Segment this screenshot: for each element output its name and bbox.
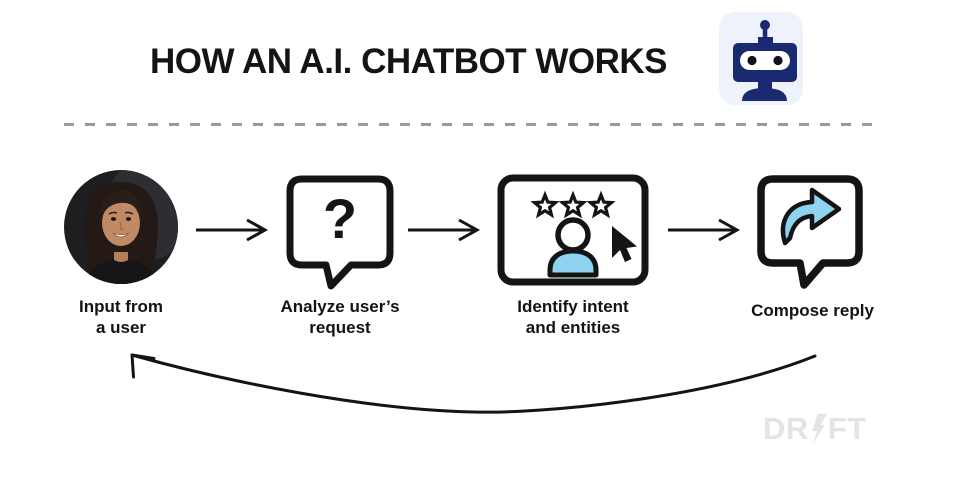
flow-arrow	[408, 218, 481, 242]
robot-chatbot-icon	[719, 12, 803, 105]
flow-arrow	[196, 218, 269, 242]
intent-entities-screen	[497, 174, 649, 286]
page-title: HOW AN A.I. CHATBOT WORKS	[150, 42, 667, 81]
robot-chatbot-glyph	[733, 20, 797, 101]
flow-arrow	[668, 218, 741, 242]
step-label-identify: Identify intent and entities	[517, 297, 629, 338]
step-label-analyze: Analyze user’s request	[280, 297, 400, 338]
feedback-loop-arrow	[130, 353, 817, 414]
question-speech-bubble	[286, 175, 394, 290]
dashed-divider	[64, 123, 872, 126]
question-mark-glyph: ?	[322, 187, 358, 250]
drift-logo-right: FT	[827, 411, 867, 446]
user-photo-avatar	[64, 170, 178, 284]
cursor-icon	[612, 226, 637, 262]
drift-logo: DR FT	[763, 411, 867, 446]
star-icon	[558, 190, 588, 219]
step-label-input: Input from a user	[78, 297, 164, 338]
lightning-bolt-icon	[812, 414, 827, 444]
star-icon	[530, 190, 560, 219]
share-arrow-icon	[780, 187, 842, 246]
person-icon	[547, 217, 599, 278]
reply-share-bubble	[757, 175, 863, 289]
step-label-compose: Compose reply	[751, 301, 874, 320]
star-icon	[586, 190, 616, 219]
drift-logo-left: DR	[763, 411, 809, 446]
